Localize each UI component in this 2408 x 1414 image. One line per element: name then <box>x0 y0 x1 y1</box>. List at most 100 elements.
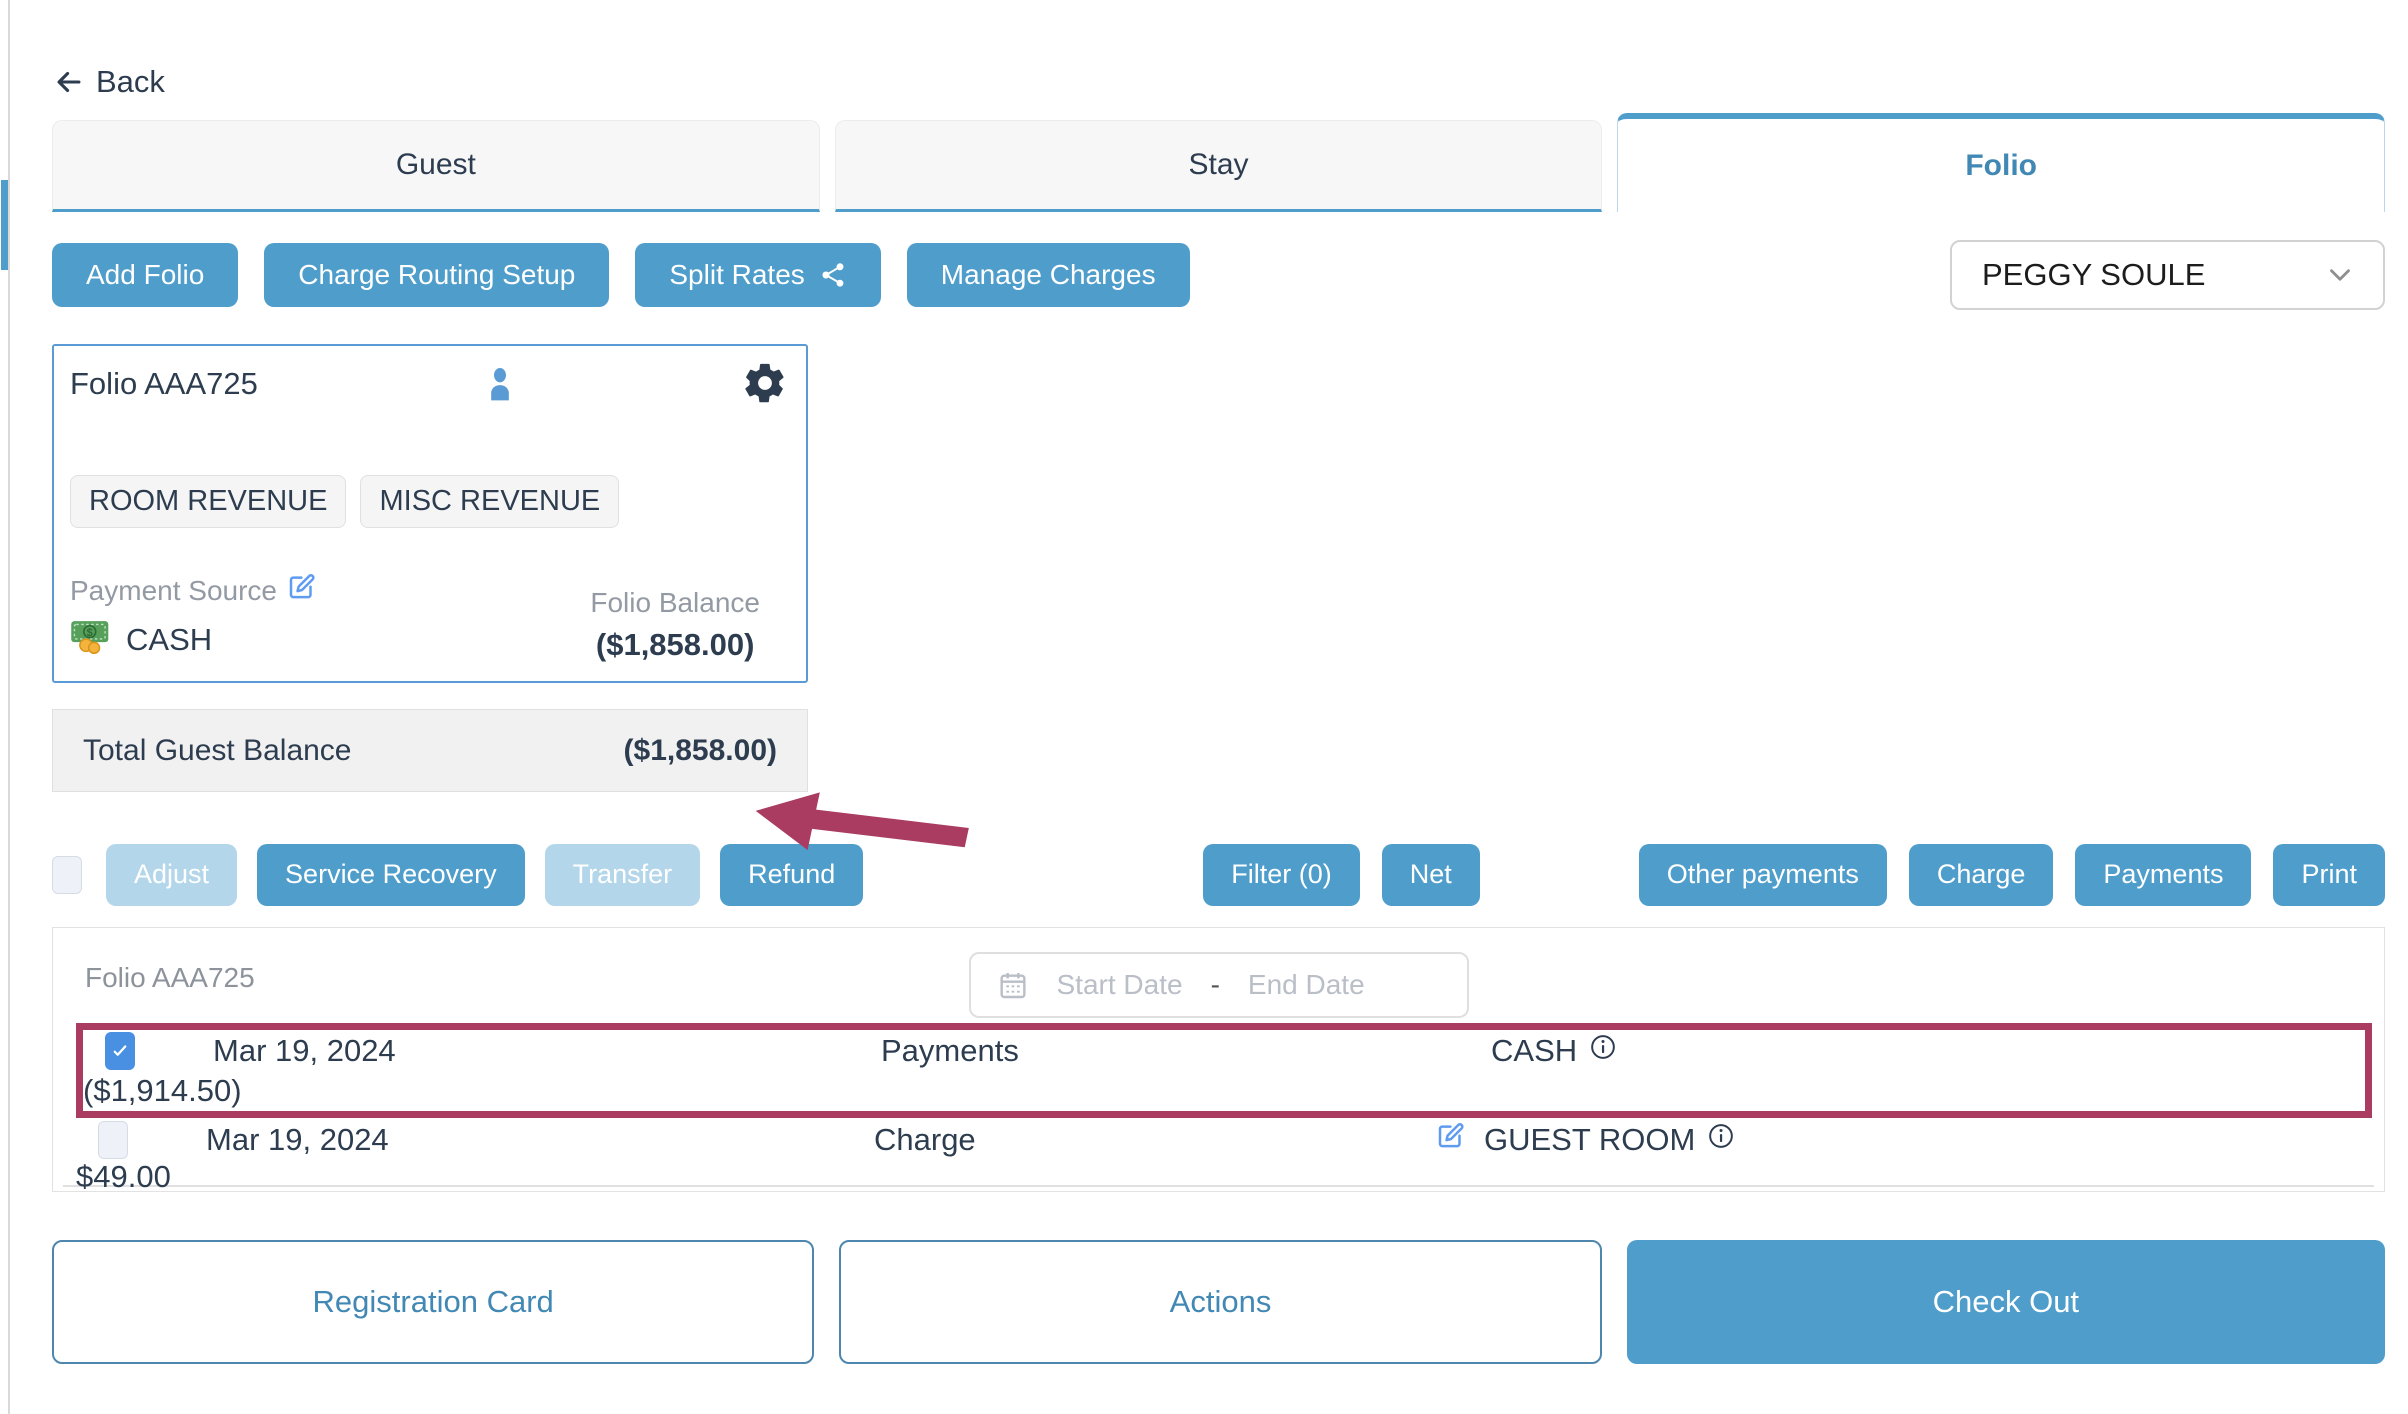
guest-select-value: PEGGY SOULE <box>1982 257 2206 292</box>
start-date-placeholder: Start Date <box>1056 969 1183 1000</box>
tab-folio[interactable]: Folio <box>1617 113 2386 212</box>
actions-button[interactable]: Actions <box>839 1240 1602 1364</box>
folio-card-header: Folio AAA725 <box>70 360 788 413</box>
folio-toolbar-buttons: Add Folio Charge Routing Setup Split Rat… <box>52 243 1190 307</box>
registration-card-button[interactable]: Registration Card <box>52 1240 815 1364</box>
back-button[interactable]: Back <box>52 60 165 104</box>
row-description: GUEST ROOM <box>1484 1122 1696 1157</box>
check-out-button[interactable]: Check Out <box>1626 1240 2385 1364</box>
calendar-icon <box>999 973 1026 999</box>
select-all-checkbox[interactable] <box>52 855 82 894</box>
tab-stay-label: Stay <box>1188 148 1249 181</box>
info-icon[interactable] <box>1589 1033 1617 1069</box>
payment-source-block: Payment Source $ <box>70 572 317 663</box>
charge-routing-label: Charge Routing Setup <box>298 259 576 290</box>
edit-charge-icon[interactable] <box>1436 1121 1466 1159</box>
print-label: Print <box>2301 859 2357 889</box>
filter-actions: Filter (0) Net <box>1203 843 1480 906</box>
tab-stay[interactable]: Stay <box>834 120 1603 212</box>
registration-card-label: Registration Card <box>312 1284 554 1319</box>
tab-folio-label: Folio <box>1965 148 2037 182</box>
back-label: Back <box>96 64 165 99</box>
chevron-down-icon <box>2330 269 2350 281</box>
selection-actions: Adjust Service Recovery Transfer Refund <box>52 843 864 906</box>
folio-balance-value: ($1,858.00) <box>595 627 755 662</box>
payments-label: Payments <box>2103 859 2224 889</box>
payments-button[interactable]: Payments <box>2075 843 2252 906</box>
cash-icon: $ <box>70 617 112 663</box>
svg-text:$: $ <box>87 627 94 639</box>
net-button[interactable]: Net <box>1381 843 1480 906</box>
payment-source-label: Payment Source <box>70 574 277 606</box>
row-type: Payments <box>881 1032 1019 1068</box>
total-guest-balance-value: ($1,858.00) <box>623 733 777 767</box>
badge-room-revenue: ROOM REVENUE <box>70 475 347 528</box>
left-nav-active-indicator <box>1 180 8 270</box>
check-out-label: Check Out <box>1932 1284 2080 1319</box>
folio-card: Folio AAA725 ROOM REVENUE MISC REVENUE P… <box>52 344 808 683</box>
guest-person-icon[interactable] <box>480 360 520 413</box>
other-payments-button[interactable]: Other payments <box>1638 843 1887 906</box>
refund-label: Refund <box>748 859 836 889</box>
ledger-actions: Other payments Charge Payments Print <box>1638 843 2385 906</box>
share-icon <box>822 263 844 287</box>
folio-actions-row: Adjust Service Recovery Transfer Refund … <box>52 792 2385 907</box>
folio-balance-block: Folio Balance ($1,858.00) <box>590 587 788 663</box>
folio-settings-gear-icon[interactable] <box>742 360 788 411</box>
refund-button[interactable]: Refund <box>720 843 864 906</box>
transaction-row[interactable]: Mar 19, 2024 Charge GUEST ROOM $49.00 <box>76 1121 2372 1194</box>
info-icon[interactable] <box>1707 1122 1735 1158</box>
add-folio-button[interactable]: Add Folio <box>52 243 239 307</box>
adjust-button[interactable]: Adjust <box>106 843 238 906</box>
charge-label: Charge <box>1936 859 2026 889</box>
transfer-button[interactable]: Transfer <box>544 843 701 906</box>
row-type: Charge <box>874 1122 976 1157</box>
net-label: Net <box>1409 859 1452 889</box>
footer-actions: Registration Card Actions Check Out <box>52 1240 2385 1364</box>
actions-label: Actions <box>1169 1284 1272 1319</box>
service-recovery-label: Service Recovery <box>285 859 497 889</box>
row-date: Mar 19, 2024 <box>206 1122 389 1157</box>
manage-charges-button[interactable]: Manage Charges <box>906 243 1190 307</box>
date-range-input[interactable]: Start Date - End Date <box>968 952 1469 1018</box>
revenue-badges: ROOM REVENUE MISC REVENUE <box>70 475 788 528</box>
transfer-label: Transfer <box>572 859 673 889</box>
date-range-separator: - <box>1210 969 1220 1000</box>
charge-button[interactable]: Charge <box>1908 843 2054 906</box>
print-button[interactable]: Print <box>2273 843 2385 906</box>
table-row: Mar 19, 2024 Payments CASH ($1,914.50) <box>83 1030 2365 1111</box>
folio-balance-label: Folio Balance <box>590 587 760 618</box>
filter-button[interactable]: Filter (0) <box>1203 843 1360 906</box>
filter-label: Filter (0) <box>1231 859 1332 889</box>
main-content: Back Guest Stay Folio Add Folio Charge R… <box>52 60 2386 1364</box>
row-checkbox[interactable] <box>98 1121 128 1159</box>
end-date-placeholder: End Date <box>1247 969 1365 1000</box>
tab-bar: Guest Stay Folio <box>52 113 2386 212</box>
guest-select[interactable]: PEGGY SOULE <box>1950 240 2385 310</box>
highlighted-transaction-row[interactable]: Mar 19, 2024 Payments CASH ($1,914.50) <box>76 1023 2372 1118</box>
folio-toolbar: Add Folio Charge Routing Setup Split Rat… <box>52 240 2385 310</box>
folio-card-footer: Payment Source $ <box>70 572 788 663</box>
split-rates-label: Split Rates <box>669 259 805 290</box>
adjust-label: Adjust <box>134 859 210 889</box>
table-row: Mar 19, 2024 Charge GUEST ROOM $49.00 <box>76 1121 2372 1194</box>
manage-charges-label: Manage Charges <box>940 259 1156 290</box>
split-rates-button[interactable]: Split Rates <box>635 243 881 307</box>
total-guest-balance-bar: Total Guest Balance ($1,858.00) <box>52 709 808 792</box>
charge-routing-setup-button[interactable]: Charge Routing Setup <box>264 243 610 307</box>
row-amount: ($1,914.50) <box>83 1073 242 1109</box>
service-recovery-button[interactable]: Service Recovery <box>257 843 525 906</box>
payment-source-value: CASH <box>126 622 213 657</box>
row-divider <box>63 1185 2374 1187</box>
folio-transactions-panel: Folio AAA725 Start Date - End Date Mar 1… <box>52 927 2385 1194</box>
left-divider-line <box>8 0 10 1414</box>
tab-guest[interactable]: Guest <box>52 120 820 212</box>
other-payments-label: Other payments <box>1666 859 1859 889</box>
edit-payment-source-icon[interactable] <box>287 572 317 609</box>
total-guest-balance-label: Total Guest Balance <box>83 733 352 767</box>
row-amount: $49.00 <box>76 1159 171 1194</box>
row-date: Mar 19, 2024 <box>213 1032 396 1068</box>
transactions-folio-title: Folio AAA725 <box>85 962 255 993</box>
row-checkbox-checked[interactable] <box>105 1031 135 1070</box>
